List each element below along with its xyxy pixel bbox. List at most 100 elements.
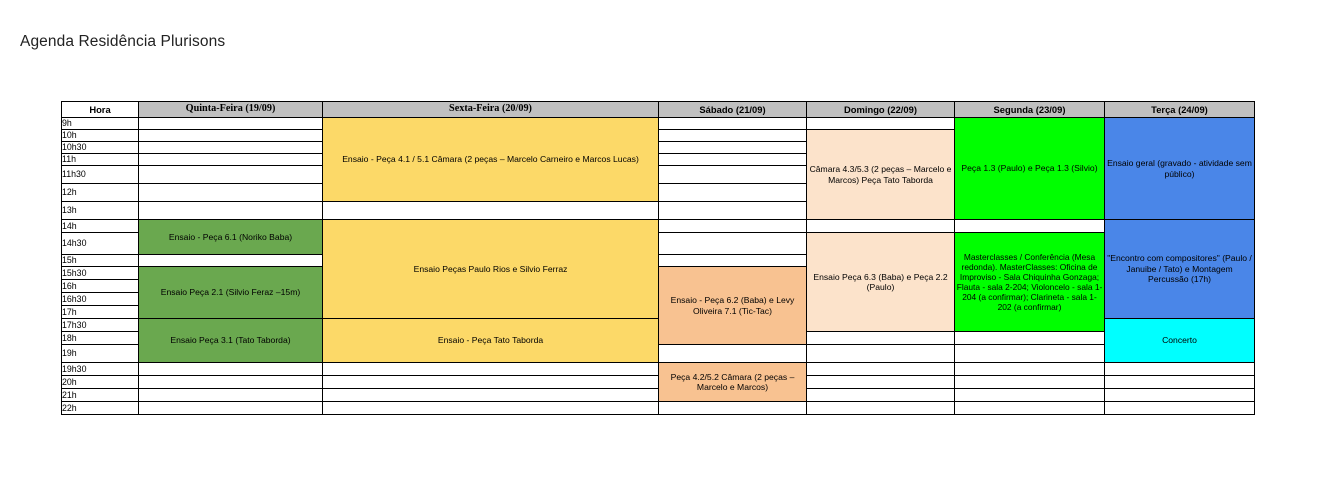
empty-slot-cell[interactable] <box>1104 375 1255 389</box>
empty-slot-cell[interactable] <box>806 331 955 345</box>
hour-label-cell: 16h30 <box>61 292 139 306</box>
table-row: 19h30 Peça 4.2/5.2 Câmara (2 peças – Mar… <box>61 362 1255 402</box>
table-row: 18h <box>61 331 1255 345</box>
empty-slot-cell[interactable] <box>1104 388 1255 402</box>
empty-slot-cell[interactable] <box>658 129 807 142</box>
empty-slot-cell[interactable] <box>138 201 323 220</box>
empty-slot-cell[interactable] <box>806 344 955 363</box>
empty-slot-cell[interactable] <box>322 388 659 402</box>
empty-slot-cell[interactable] <box>658 232 807 255</box>
hour-label-cell: 9h <box>61 117 139 130</box>
empty-slot-cell[interactable] <box>322 401 659 415</box>
event-block[interactable]: Ensaio - Peça 6.2 (Baba) e Levy Oliveira… <box>658 266 807 345</box>
empty-slot-cell[interactable] <box>954 344 1105 363</box>
empty-slot-cell[interactable] <box>658 344 807 363</box>
hour-label-cell: 14h30 <box>61 232 139 255</box>
table-row: 14h30 Ensaio Peça 6.3 (Baba) e Peça 2.2 … <box>61 232 1255 332</box>
empty-slot-cell[interactable] <box>806 401 955 415</box>
empty-slot-cell[interactable] <box>954 219 1105 233</box>
empty-slot-cell[interactable] <box>658 219 807 233</box>
empty-slot-cell[interactable] <box>1104 401 1255 415</box>
hour-label-cell: 21h <box>61 388 139 402</box>
hour-label-cell: 12h <box>61 183 139 202</box>
empty-slot-cell[interactable] <box>658 201 807 220</box>
event-block[interactable]: "Encontro com compositores" (Paulo / Jan… <box>1104 219 1255 319</box>
hour-label-cell: 17h30 <box>61 318 139 332</box>
empty-slot-cell[interactable] <box>138 362 323 376</box>
empty-slot-cell[interactable] <box>1104 362 1255 376</box>
event-block[interactable]: Peça 4.2/5.2 Câmara (2 peças – Marcelo e… <box>658 362 807 402</box>
column-header-hora: Hora <box>61 101 139 118</box>
table-row: 12h <box>61 183 1255 202</box>
empty-slot-cell[interactable] <box>954 388 1105 402</box>
hour-label-cell: 13h <box>61 201 139 220</box>
empty-slot-cell[interactable] <box>138 129 323 142</box>
empty-slot-cell[interactable] <box>658 254 807 267</box>
empty-slot-cell[interactable] <box>954 375 1105 389</box>
hour-label-cell: 20h <box>61 375 139 389</box>
header-row: Hora Quinta-Feira (19/09) Sexta-Feira (2… <box>61 101 1255 118</box>
table-row: 11h30 <box>61 165 1255 184</box>
column-header-sabado: Sábado (21/09) <box>658 101 807 118</box>
hour-label-cell: 10h <box>61 129 139 142</box>
empty-slot-cell[interactable] <box>322 201 659 220</box>
hour-label-cell: 19h <box>61 344 139 363</box>
empty-slot-cell[interactable] <box>138 401 323 415</box>
column-header-terca: Terça (24/09) <box>1104 101 1255 118</box>
empty-slot-cell[interactable] <box>322 362 659 376</box>
empty-slot-cell[interactable] <box>806 219 955 233</box>
event-block[interactable]: Câmara 4.3/5.3 (2 peças – Marcelo e Marc… <box>806 129 955 220</box>
empty-slot-cell[interactable] <box>138 153 323 166</box>
empty-slot-cell[interactable] <box>658 117 807 130</box>
hour-label-cell: 16h <box>61 279 139 293</box>
table-row: 9h Ensaio - Peça 4.1 / 5.1 Câmara (2 peç… <box>61 117 1255 220</box>
empty-slot-cell[interactable] <box>138 388 323 402</box>
event-block[interactable]: Ensaio Peça 3.1 (Tato Taborda) <box>138 318 323 363</box>
column-header-segunda: Segunda (23/09) <box>954 101 1105 118</box>
event-block[interactable]: Ensaio Peça 6.3 (Baba) e Peça 2.2 (Paulo… <box>806 232 955 332</box>
empty-slot-cell[interactable] <box>658 183 807 202</box>
table-row: 10h Câmara 4.3/5.3 (2 peças – Marcelo e … <box>61 129 1255 220</box>
agenda-schedule-table: Hora Quinta-Feira (19/09) Sexta-Feira (2… <box>61 101 1255 415</box>
empty-slot-cell[interactable] <box>658 401 807 415</box>
column-header-quinta: Quinta-Feira (19/09) <box>138 101 323 118</box>
hour-label-cell: 17h <box>61 305 139 319</box>
empty-slot-cell[interactable] <box>954 331 1105 345</box>
table-row: 21h <box>61 388 1255 402</box>
empty-slot-cell[interactable] <box>806 117 955 130</box>
event-block[interactable]: Ensaio Peça 2.1 (Silvio Feraz –15m) <box>138 266 323 319</box>
empty-slot-cell[interactable] <box>954 362 1105 376</box>
empty-slot-cell[interactable] <box>138 117 323 130</box>
empty-slot-cell[interactable] <box>658 153 807 166</box>
event-block[interactable]: Ensaio - Peça Tato Taborda <box>322 318 659 363</box>
event-block[interactable]: Peça 1.3 (Paulo) e Peça 1.3 (Silvio) <box>954 117 1105 220</box>
empty-slot-cell[interactable] <box>806 375 955 389</box>
empty-slot-cell[interactable] <box>138 254 323 267</box>
empty-slot-cell[interactable] <box>806 362 955 376</box>
hour-label-cell: 15h30 <box>61 266 139 280</box>
hour-label-cell: 18h <box>61 331 139 345</box>
column-header-sexta: Sexta-Feira (20/09) <box>322 101 659 118</box>
empty-slot-cell[interactable] <box>138 141 323 154</box>
event-block[interactable]: Ensaio - Peça 4.1 / 5.1 Câmara (2 peças … <box>322 117 659 202</box>
empty-slot-cell[interactable] <box>806 388 955 402</box>
event-block[interactable]: Concerto <box>1104 318 1255 363</box>
empty-slot-cell[interactable] <box>658 165 807 184</box>
empty-slot-cell[interactable] <box>658 141 807 154</box>
column-header-domingo: Domingo (22/09) <box>806 101 955 118</box>
hour-label-cell: 14h <box>61 219 139 233</box>
event-block[interactable]: Ensaio Peças Paulo Rios e Silvio Ferraz <box>322 219 659 319</box>
event-block[interactable]: Ensaio geral (gravado - atividade sem pú… <box>1104 117 1255 220</box>
empty-slot-cell[interactable] <box>954 401 1105 415</box>
empty-slot-cell[interactable] <box>138 165 323 184</box>
hour-label-cell: 10h30 <box>61 141 139 154</box>
empty-slot-cell[interactable] <box>138 183 323 202</box>
empty-slot-cell[interactable] <box>138 375 323 389</box>
hour-label-cell: 22h <box>61 401 139 415</box>
event-block[interactable]: Masterclasses / Conferência (Mesa redond… <box>954 232 1105 332</box>
event-block[interactable]: Ensaio - Peça 6.1 (Noriko Baba) <box>138 219 323 255</box>
schedule-table-container: Hora Quinta-Feira (19/09) Sexta-Feira (2… <box>61 101 1255 415</box>
empty-slot-cell[interactable] <box>322 375 659 389</box>
